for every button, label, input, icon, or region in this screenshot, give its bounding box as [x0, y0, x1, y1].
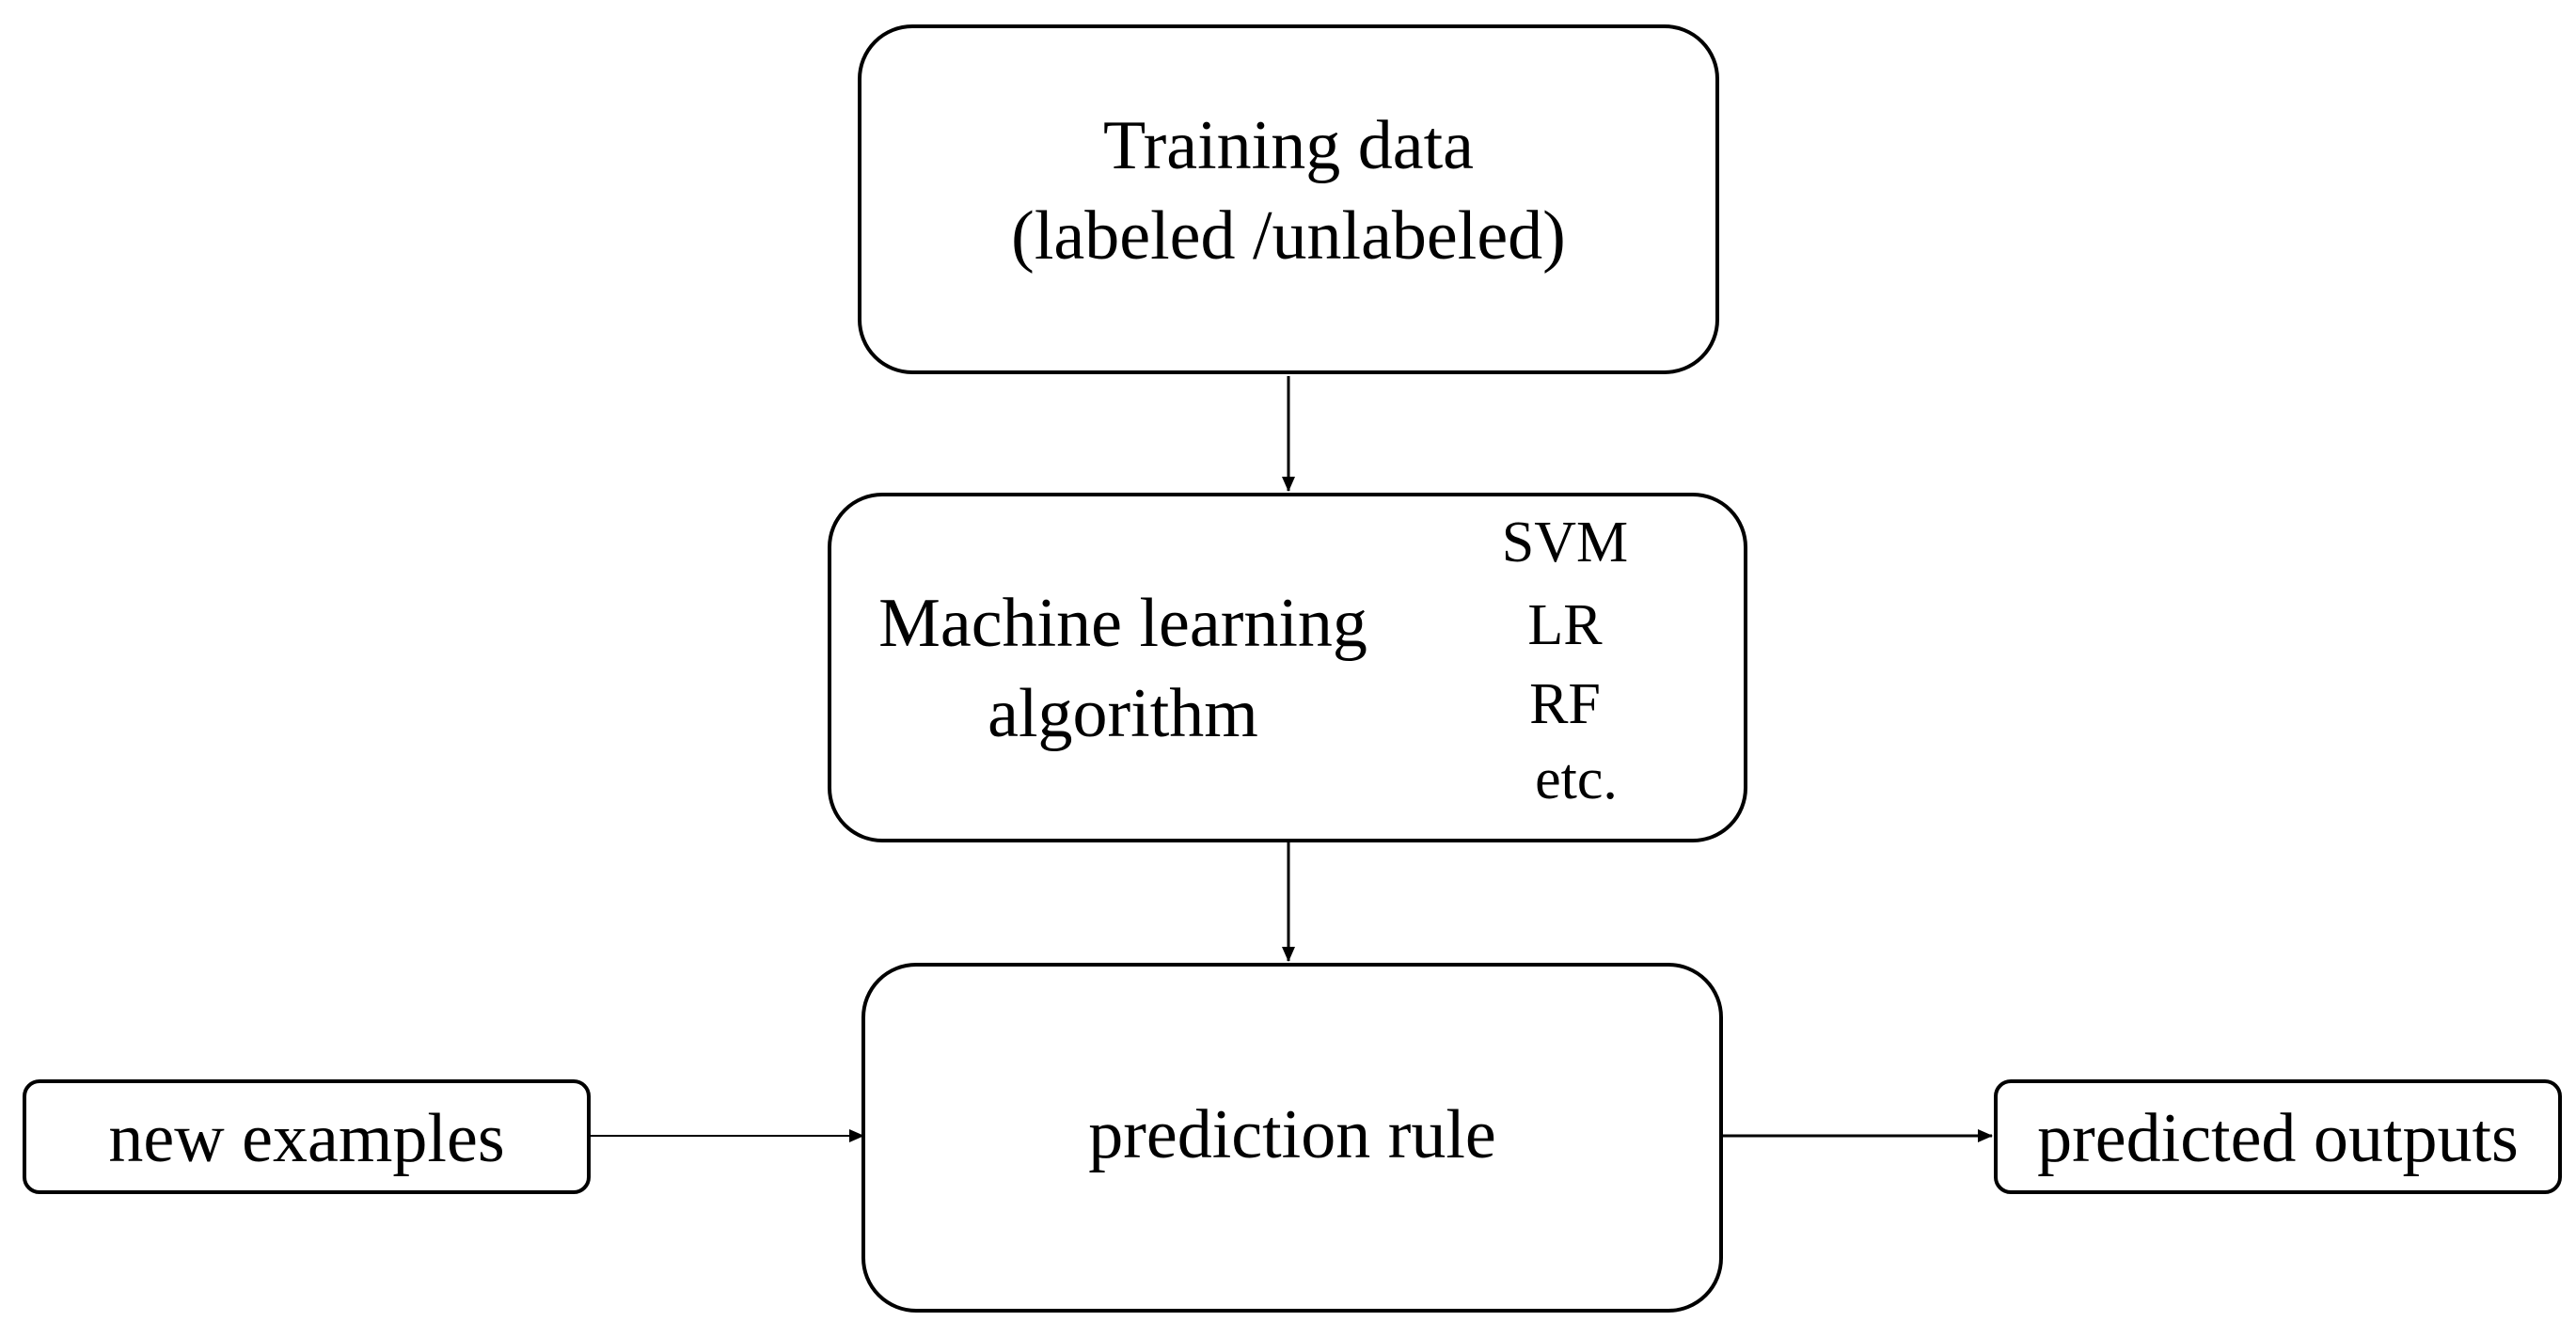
predicted-outputs-node: predicted outputs: [1994, 1079, 2562, 1194]
algorithm-example-rf: RF: [1529, 672, 1601, 736]
algorithm-example-lr: LR: [1527, 593, 1603, 657]
new-examples-label: new examples: [108, 1100, 505, 1177]
prediction-rule-label: prediction rule: [1088, 1096, 1496, 1173]
new-examples-node: new examples: [23, 1079, 591, 1194]
predicted-outputs-label: predicted outputs: [2037, 1100, 2519, 1177]
algorithm-node: Machine learning algorithm SVM LR RF etc…: [828, 493, 1747, 842]
training-data-subtitle: (labeled /unlabeled): [1011, 197, 1566, 275]
algorithm-subtitle: algorithm: [988, 675, 1258, 752]
algorithm-example-svm: SVM: [1501, 511, 1629, 574]
algorithm-title: Machine learning: [878, 585, 1367, 662]
algorithm-example-etc: etc.: [1535, 747, 1618, 811]
training-data-title: Training data: [1103, 107, 1474, 184]
prediction-rule-node: prediction rule: [861, 963, 1723, 1313]
training-data-node: Training data (labeled /unlabeled): [858, 24, 1719, 374]
